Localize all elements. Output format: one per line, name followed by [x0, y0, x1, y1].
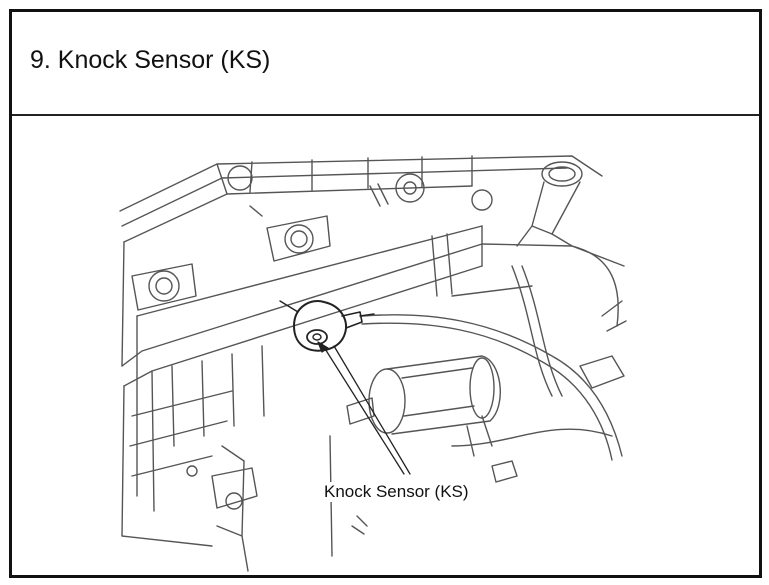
knock-sensor-label: Knock Sensor (KS)	[322, 482, 471, 502]
wiring-harness	[361, 233, 627, 461]
page-title: 9. Knock Sensor (KS)	[30, 46, 271, 74]
cam-cover-lines	[119, 155, 603, 243]
engine-illustration: Knock Sensor (KS)	[12, 116, 759, 575]
starter-motor	[346, 355, 501, 457]
knock-sensor	[279, 300, 375, 352]
callout-leader	[317, 341, 411, 475]
header-band: 9. Knock Sensor (KS)	[12, 12, 759, 116]
engine-line-drawing	[119, 155, 627, 572]
plug-wells	[131, 215, 331, 311]
cam-bolt-bosses	[227, 165, 493, 217]
figure-frame: 9. Knock Sensor (KS)	[9, 9, 762, 578]
oil-filler	[516, 161, 583, 247]
